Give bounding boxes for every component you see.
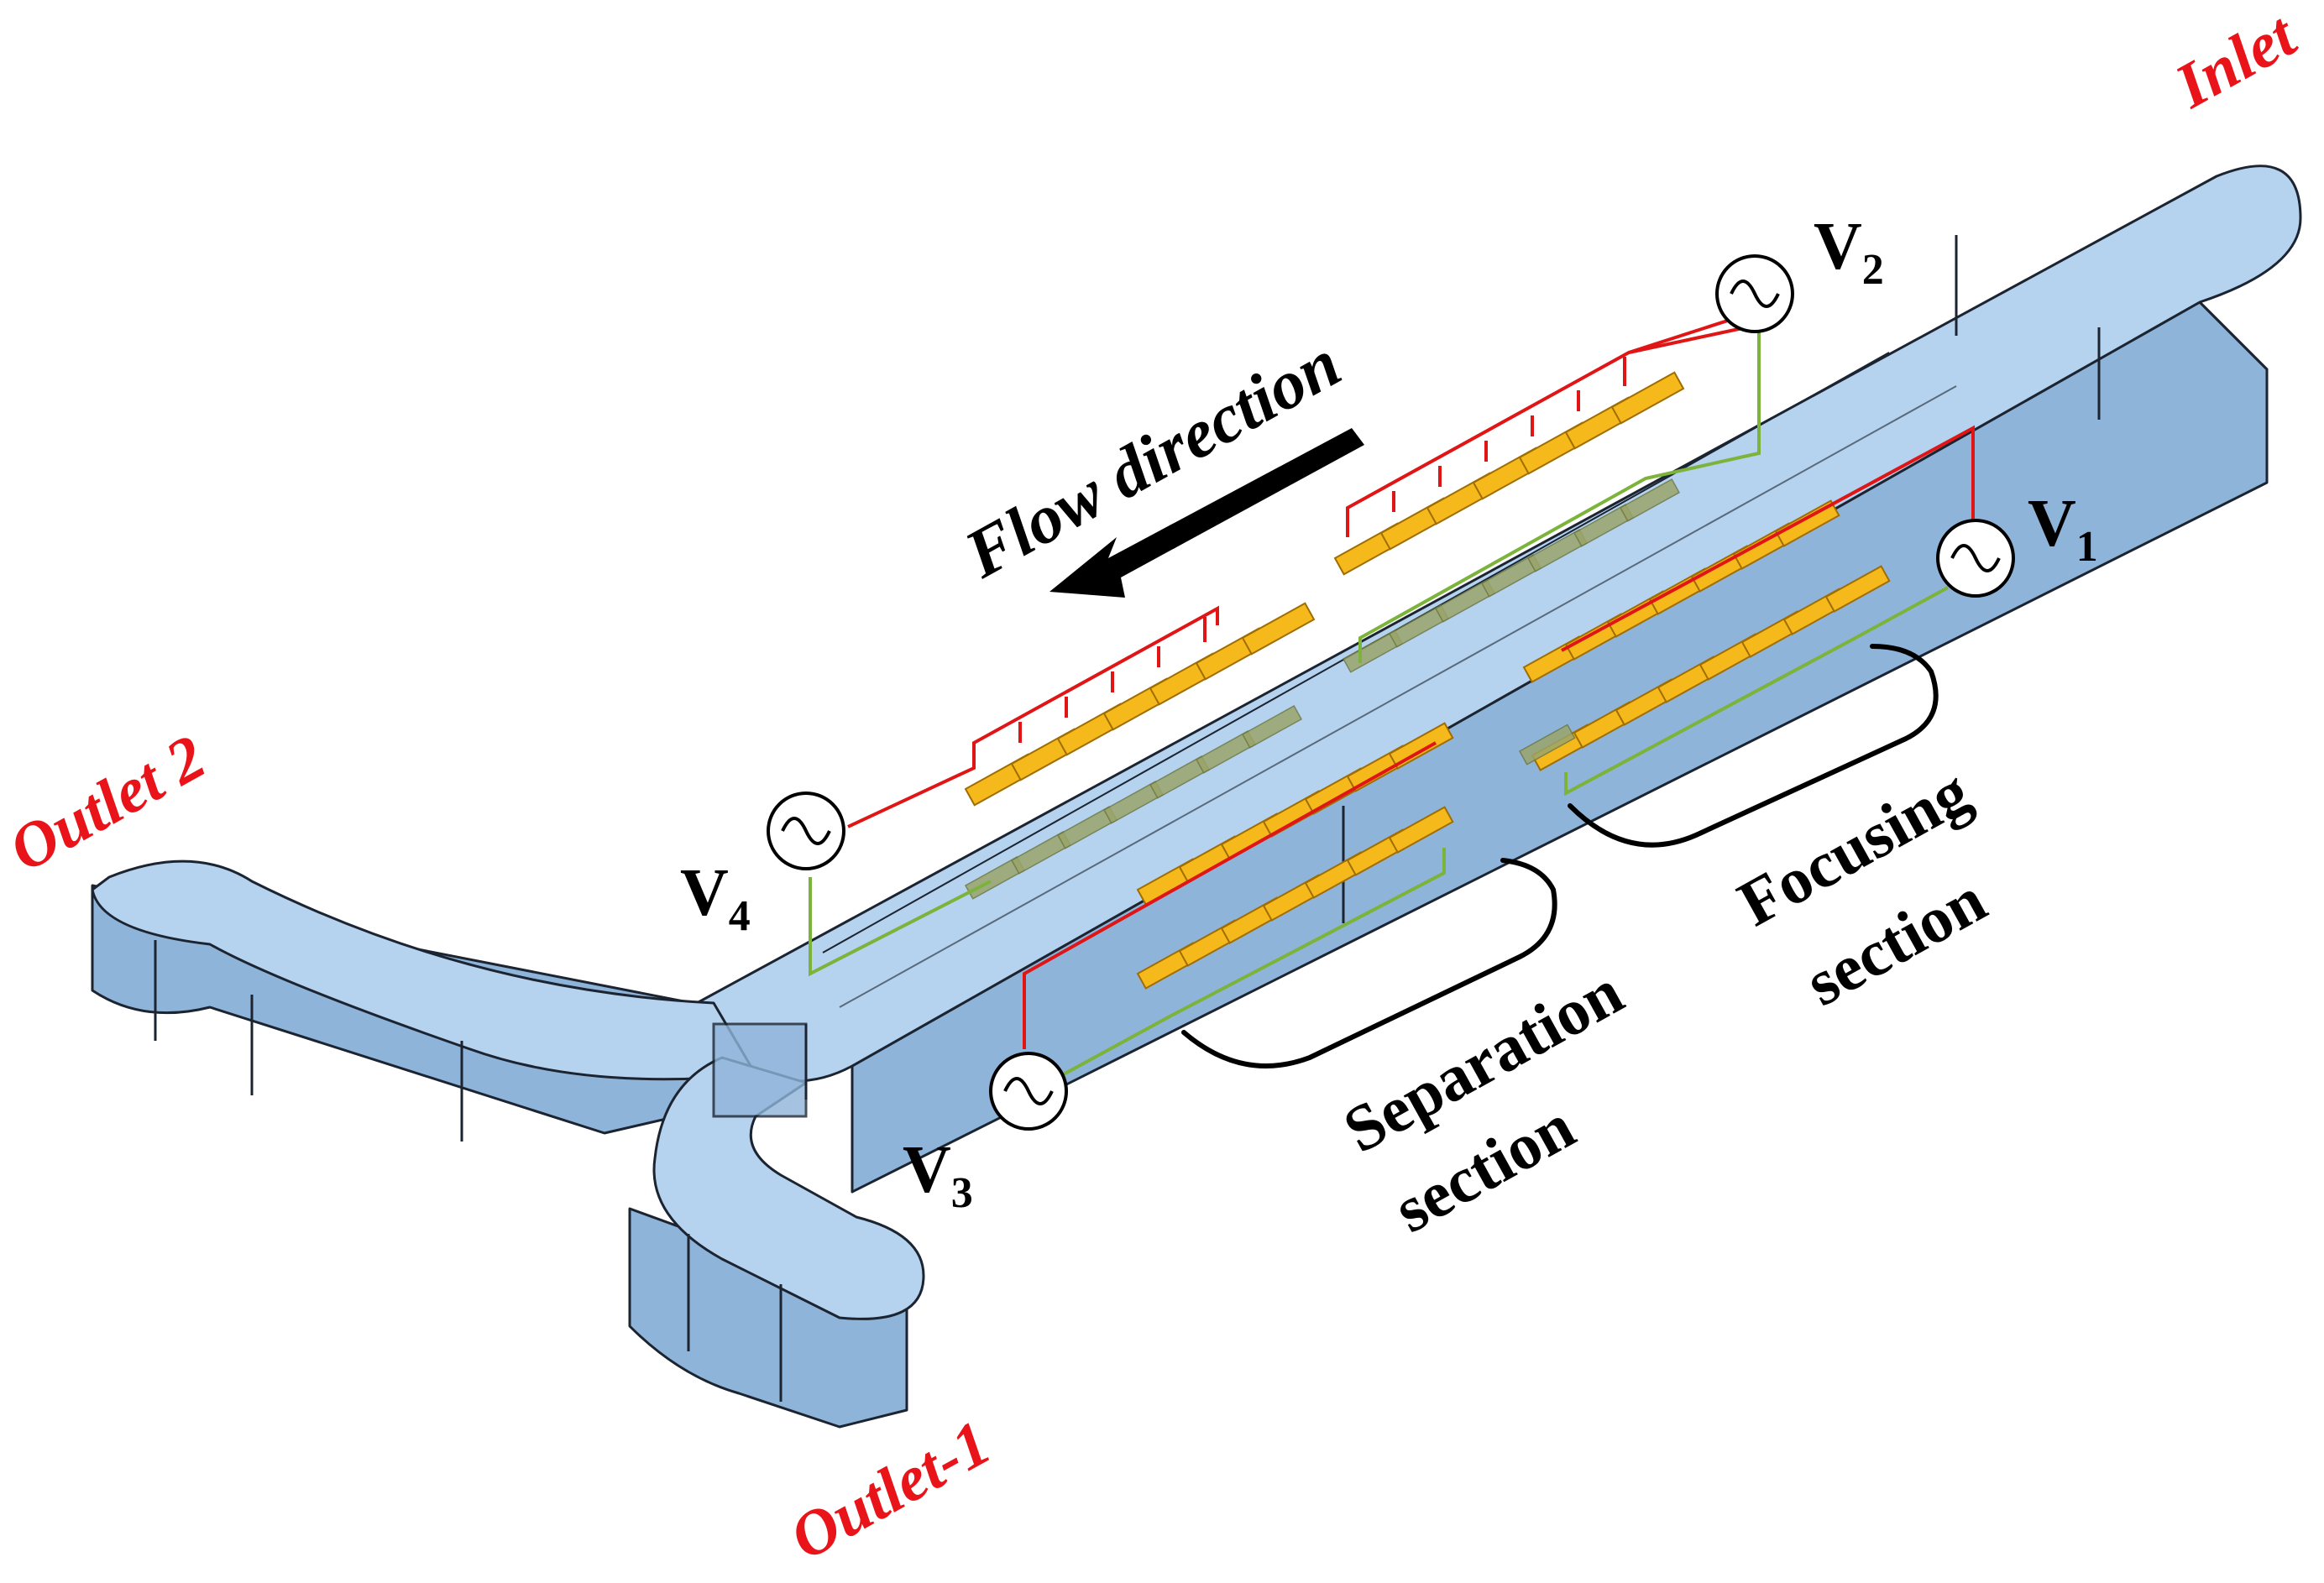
v1-letter: V	[2028, 487, 2076, 561]
v4-sub: 4	[729, 892, 751, 940]
v4-letter: V	[680, 856, 729, 930]
ac-source-v1	[1936, 519, 2015, 598]
arrow-left-down-icon	[1049, 428, 1364, 598]
electrodes-v4	[809, 602, 1316, 977]
outlet-2-branch	[91, 859, 757, 1142]
v2-label: V2	[1814, 210, 1884, 294]
ac-source-v4	[767, 792, 845, 870]
separation-brace	[1181, 858, 1557, 1068]
v2-letter: V	[1814, 210, 1862, 284]
v1-sub: 1	[2076, 523, 2098, 571]
inlet-label: Inlet	[2164, 0, 2309, 122]
electrodes-v3	[1023, 722, 1454, 1093]
focusing-brace	[1568, 644, 1939, 848]
electrodes-v1	[1518, 425, 1975, 797]
v4-label: V4	[680, 856, 751, 940]
v2-sub: 2	[1862, 246, 1884, 294]
outlet-1-branch	[628, 1022, 925, 1429]
electrodes-v2	[1333, 316, 1748, 576]
v3-letter: V	[903, 1133, 951, 1207]
svg-text:V4: V4	[680, 856, 751, 940]
v3-sub: 3	[951, 1169, 973, 1217]
svg-text:V2: V2	[1814, 210, 1884, 294]
svg-text:V3: V3	[903, 1133, 973, 1217]
v1-label: V1	[2028, 487, 2098, 571]
svg-text:V1: V1	[2028, 487, 2098, 571]
outlet-1-label: Outlet-1	[779, 1408, 1002, 1574]
ac-source-v3	[989, 1052, 1068, 1131]
flow-direction-arrow	[1049, 428, 1364, 598]
ac-source-v2	[1715, 254, 1794, 333]
electrodes-v2-ground	[1342, 332, 1761, 673]
v3-label: V3	[903, 1133, 973, 1217]
